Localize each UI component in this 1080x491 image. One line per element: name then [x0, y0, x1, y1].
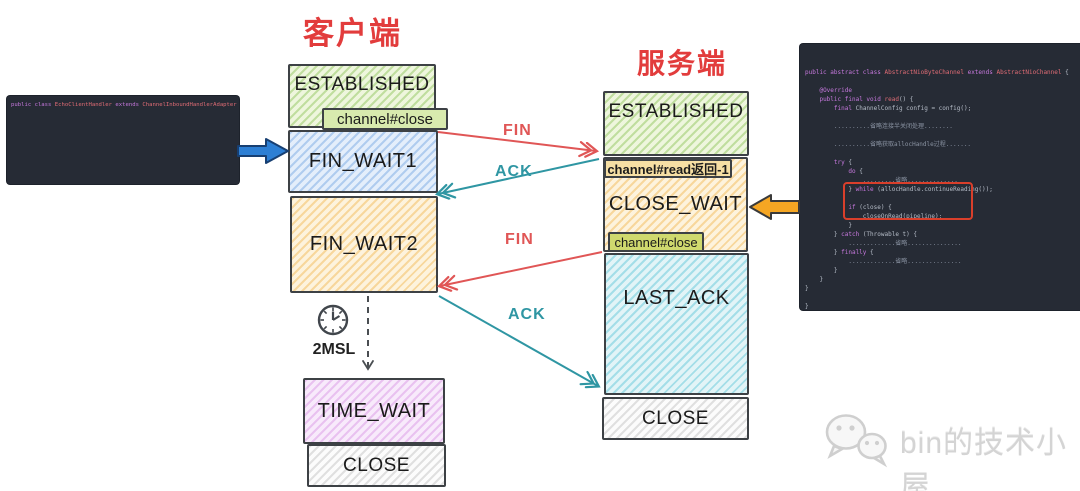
- watermark-text: bin的技术小屋: [900, 427, 1068, 491]
- server-code-pointer-arrow: [749, 194, 800, 220]
- fin-arrow-2: [440, 251, 603, 286]
- client-state-time-wait: TIME_WAIT: [303, 378, 445, 444]
- client-state-fin-wait2: FIN_WAIT2: [290, 196, 438, 293]
- clock-icon: [317, 304, 349, 336]
- client-state-close: CLOSE: [307, 444, 446, 487]
- fin-message-label-2: FIN: [505, 231, 534, 248]
- 2msl-timer-label: 2MSL: [312, 341, 356, 358]
- server-state-last-ack: LAST_ACK: [604, 253, 749, 395]
- server-code-block: public abstract class AbstractNioByteCha…: [800, 44, 1080, 310]
- client-state-fin-wait1: FIN_WAIT1: [288, 130, 438, 193]
- server-code-text: public abstract class AbstractNioByteCha…: [805, 69, 1069, 310]
- wechat-icon: [825, 414, 888, 468]
- watermark: bin的技术小屋: [892, 418, 1080, 491]
- client-title: 客户端: [303, 16, 402, 51]
- fin-message-label-1: FIN: [503, 122, 532, 139]
- server-state-established: ESTABLISHED: [603, 91, 749, 156]
- client-code-pointer-arrow: [237, 138, 289, 164]
- client-channel-close-label: channel#close: [322, 108, 448, 130]
- server-state-close: CLOSE: [602, 397, 749, 440]
- client-code-block: public class EchoClientHandler extends C…: [7, 96, 239, 184]
- ack-message-label-1: ACK: [495, 163, 533, 180]
- server-channel-close-label: channel#close: [608, 232, 704, 252]
- server-title: 服务端: [637, 48, 728, 79]
- server-channel-read-label: channel#read返回-1: [604, 159, 732, 178]
- ack-message-label-2: ACK: [508, 306, 546, 323]
